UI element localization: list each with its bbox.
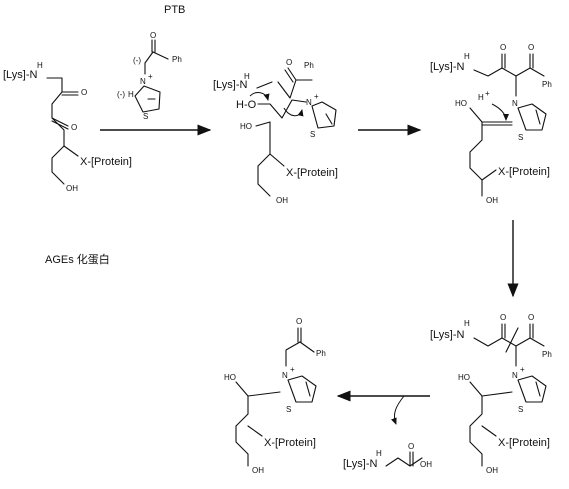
c4-amine-h: H	[464, 319, 470, 328]
ptb-s: S	[143, 112, 148, 121]
c4-n: N	[512, 371, 518, 380]
compound-1-dicarbonyl: [Lys]-N H O O X-[Protein] OH	[3, 61, 132, 193]
c2-lys-amine: [Lys]-N	[213, 79, 247, 91]
ptb-label: PTB	[164, 4, 185, 16]
sp-lys-amine: [Lys]-N	[343, 458, 377, 470]
c1-lys-amine: [Lys]-N	[3, 69, 37, 81]
c1-oh: OH	[66, 184, 78, 193]
c3-x-protein: X-[Protein]	[498, 166, 550, 178]
c4-s: S	[518, 405, 523, 414]
side-product-lys-acid: [Lys]-N H O OH	[343, 442, 432, 470]
c3-lys-amine: [Lys]-N	[430, 61, 464, 73]
c2-oh: OH	[276, 196, 288, 205]
c2-n-charge: +	[314, 92, 319, 101]
c1-amine-h: H	[37, 61, 43, 70]
c4-lys-amine: [Lys]-N	[430, 329, 464, 341]
c3-h-plus-charge: +	[485, 89, 490, 98]
c3-oh: OH	[486, 196, 498, 205]
c4-ho: HO	[458, 373, 470, 382]
c3-o1: O	[500, 43, 506, 52]
ptb-c2-h: H	[128, 90, 134, 99]
compound-2-adduct: O Ph [Lys]-N H H-O HO N + S X-[Protein] …	[213, 58, 338, 205]
ptb-c2-anion: (-)	[117, 90, 125, 99]
compound-5-product: O Ph N + S HO X-[Protein] OH	[224, 317, 326, 475]
c5-n-charge: +	[290, 365, 295, 374]
c3-ho: HO	[455, 99, 467, 108]
c5-ketone-o: O	[296, 317, 302, 326]
c2-ketone-o: O	[286, 58, 292, 67]
ptb-n-charge: +	[148, 72, 153, 81]
c4-o1: O	[500, 313, 506, 322]
c2-phenyl: Ph	[304, 61, 314, 70]
compound-3-enol: [Lys]-N H O O Ph N S HO H + X-[Protein] …	[430, 43, 552, 205]
c5-phenyl: Ph	[316, 349, 326, 358]
ptb-reagent: PTB O Ph (-) N + S (-) H	[117, 4, 185, 121]
c4-o2: O	[528, 313, 534, 322]
ptb-n: N	[140, 77, 146, 86]
c4-n-charge: +	[520, 365, 525, 374]
c1-o1: O	[81, 88, 87, 97]
c3-s: S	[518, 133, 523, 142]
c2-x-protein: X-[Protein]	[286, 167, 338, 179]
c2-s: S	[310, 130, 315, 139]
ptb-carbonyl-o: O	[150, 31, 156, 40]
c5-s: S	[286, 405, 291, 414]
compound-4-cleavage: [Lys]-N H O O Ph N + S HO X-[Protein] OH	[430, 313, 552, 475]
c5-ho: HO	[224, 373, 236, 382]
ptb-carbanion: (-)	[133, 56, 141, 65]
c5-x-protein: X-[Protein]	[264, 437, 316, 449]
sp-amine-h: H	[376, 449, 382, 458]
ptb-phenyl: Ph	[172, 55, 182, 64]
c3-phenyl: Ph	[542, 80, 552, 89]
c1-x-protein: X-[Protein]	[80, 156, 132, 168]
c3-n: N	[512, 99, 518, 108]
sp-o: O	[408, 442, 414, 451]
c2-ho: HO	[240, 122, 252, 131]
sp-oh: OH	[420, 460, 432, 469]
c2-n: N	[306, 98, 312, 107]
side-product-arrow	[390, 395, 405, 425]
c3-amine-h: H	[464, 52, 470, 61]
c3-o2: O	[528, 43, 534, 52]
c4-x-protein: X-[Protein]	[498, 437, 550, 449]
c1-o2: O	[71, 123, 77, 132]
c4-oh: OH	[486, 466, 498, 475]
c3-h-plus: H	[478, 93, 484, 102]
c2-amine-h: H	[244, 72, 250, 81]
c5-n: N	[282, 371, 288, 380]
c2-h-o: H-O	[236, 99, 257, 111]
c5-oh: OH	[252, 466, 264, 475]
c4-phenyl: Ph	[542, 350, 552, 359]
ages-label: AGEs 化蛋白	[45, 252, 110, 266]
